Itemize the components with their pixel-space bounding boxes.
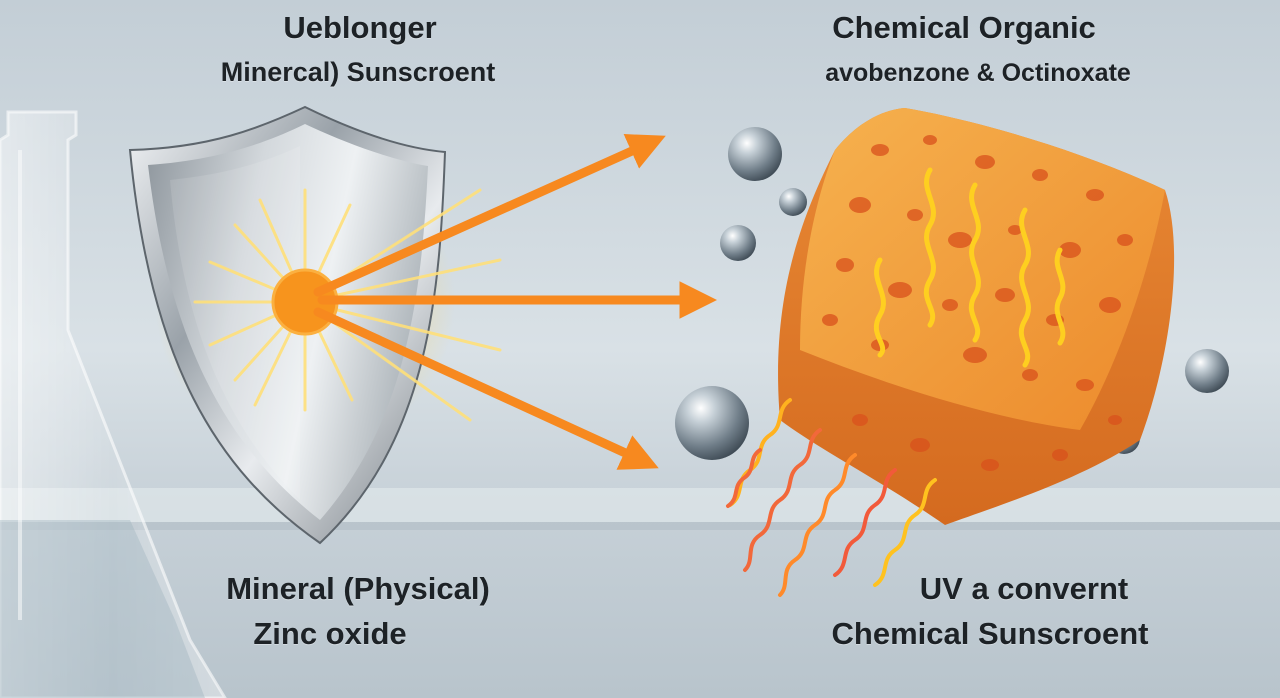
sphere-icon <box>779 188 807 216</box>
sphere-icon <box>720 225 756 261</box>
sponge-icon <box>778 108 1175 525</box>
top-right-subheading: avobenzone & Octinoxate <box>825 59 1131 87</box>
top-left-heading: Ueblonger <box>283 10 437 45</box>
arrow-right-icon <box>313 134 666 297</box>
bottom-right-heading: UV a convernt <box>919 571 1129 606</box>
top-right-heading: Chemical Organic <box>832 10 1096 45</box>
sphere-icon <box>1185 349 1229 393</box>
bottom-left-subheading: Zinc oxide <box>253 616 407 651</box>
top-left-subheading: Minercal) Sunscroent <box>220 57 496 87</box>
uv-arrows <box>313 134 718 470</box>
sphere-icon <box>728 127 782 181</box>
lab-bench-highlight <box>0 488 1280 522</box>
arrow-right-icon <box>313 307 659 470</box>
flask-icon <box>0 110 227 698</box>
bottom-right-subheading: Chemical Sunscroent <box>831 616 1149 651</box>
sphere-icon <box>675 386 749 460</box>
heat-waves <box>726 398 937 597</box>
lab-bench-edge <box>0 522 1280 530</box>
bottom-left-heading: Mineral (Physical) <box>226 571 490 606</box>
